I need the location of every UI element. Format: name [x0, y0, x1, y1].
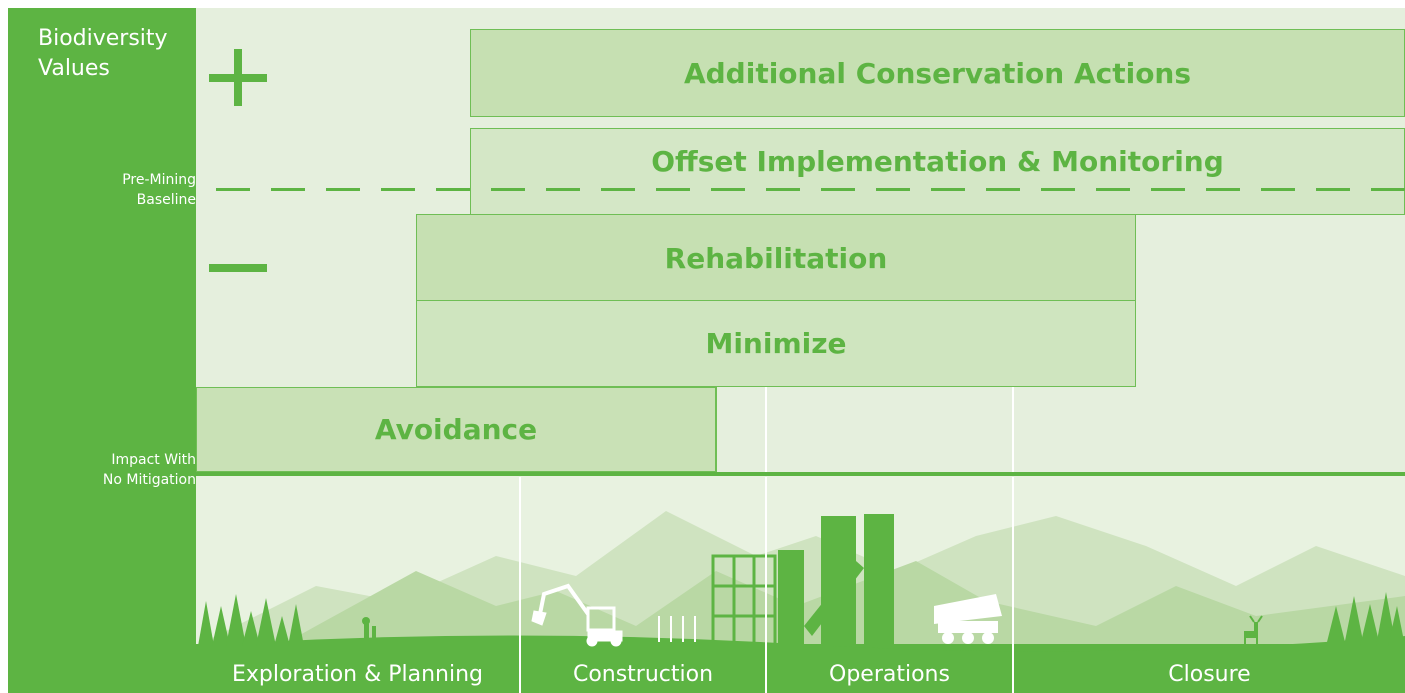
- bar-offset-implementation: Offset Implementation & Monitoring: [470, 128, 1405, 215]
- bar-minimize: Minimize: [416, 300, 1136, 387]
- phase-divider-operations: [765, 477, 767, 693]
- y-axis-band: Biodiversity Values Pre-Mining Baseline …: [8, 8, 196, 693]
- bar-avoidance: Avoidance: [196, 387, 717, 472]
- phase-divider-operations-top: [765, 387, 767, 477]
- building-frame-icon: [711, 554, 777, 648]
- tree-cluster-left-icon: [198, 594, 304, 646]
- pre-mining-label-line1: Pre-Mining: [122, 172, 196, 188]
- haul-truck-icon: [934, 594, 1002, 644]
- phase-exploration-planning: Exploration & Planning: [231, 661, 484, 687]
- fence-icon: [658, 616, 696, 642]
- plus-icon-vertical: [234, 49, 242, 106]
- impact-label-line1: Impact With: [111, 452, 196, 468]
- tree-cluster-right-icon: [1326, 592, 1405, 646]
- minus-icon: [209, 264, 267, 272]
- phase-divider-closure: [1012, 477, 1014, 693]
- phase-operations: Operations: [829, 661, 950, 687]
- hill-silhouette: [196, 635, 1405, 693]
- y-axis-title-line1: Biodiversity: [38, 26, 168, 51]
- pre-mining-baseline-line: [216, 188, 1405, 191]
- phase-divider-closure-top: [1012, 387, 1014, 477]
- phase-construction: Construction: [572, 661, 714, 687]
- hiker-icon: [362, 617, 376, 644]
- excavator-icon: [531, 583, 623, 647]
- bar-additional-conservation-actions: Additional Conservation Actions: [470, 29, 1405, 117]
- pre-mining-baseline-label: Pre-Mining Baseline: [18, 170, 196, 210]
- impact-label-line2: No Mitigation: [102, 472, 196, 488]
- processing-plant-icon: [778, 514, 894, 646]
- y-axis-title-line2: Values: [38, 56, 110, 81]
- impact-no-mitigation-label: Impact With No Mitigation: [18, 450, 196, 490]
- mitigation-hierarchy-diagram: Biodiversity Values Pre-Mining Baseline …: [8, 8, 1405, 693]
- bar-rehabilitation: Rehabilitation: [416, 214, 1136, 302]
- impact-no-mitigation-line: [196, 472, 1405, 477]
- y-axis-title: Biodiversity Values: [38, 24, 188, 84]
- phase-divider-construction: [519, 477, 521, 693]
- phase-closure: Closure: [1168, 661, 1251, 687]
- pre-mining-label-line2: Baseline: [136, 192, 196, 208]
- deer-icon: [1244, 615, 1263, 645]
- landscape-illustration: [196, 511, 1405, 693]
